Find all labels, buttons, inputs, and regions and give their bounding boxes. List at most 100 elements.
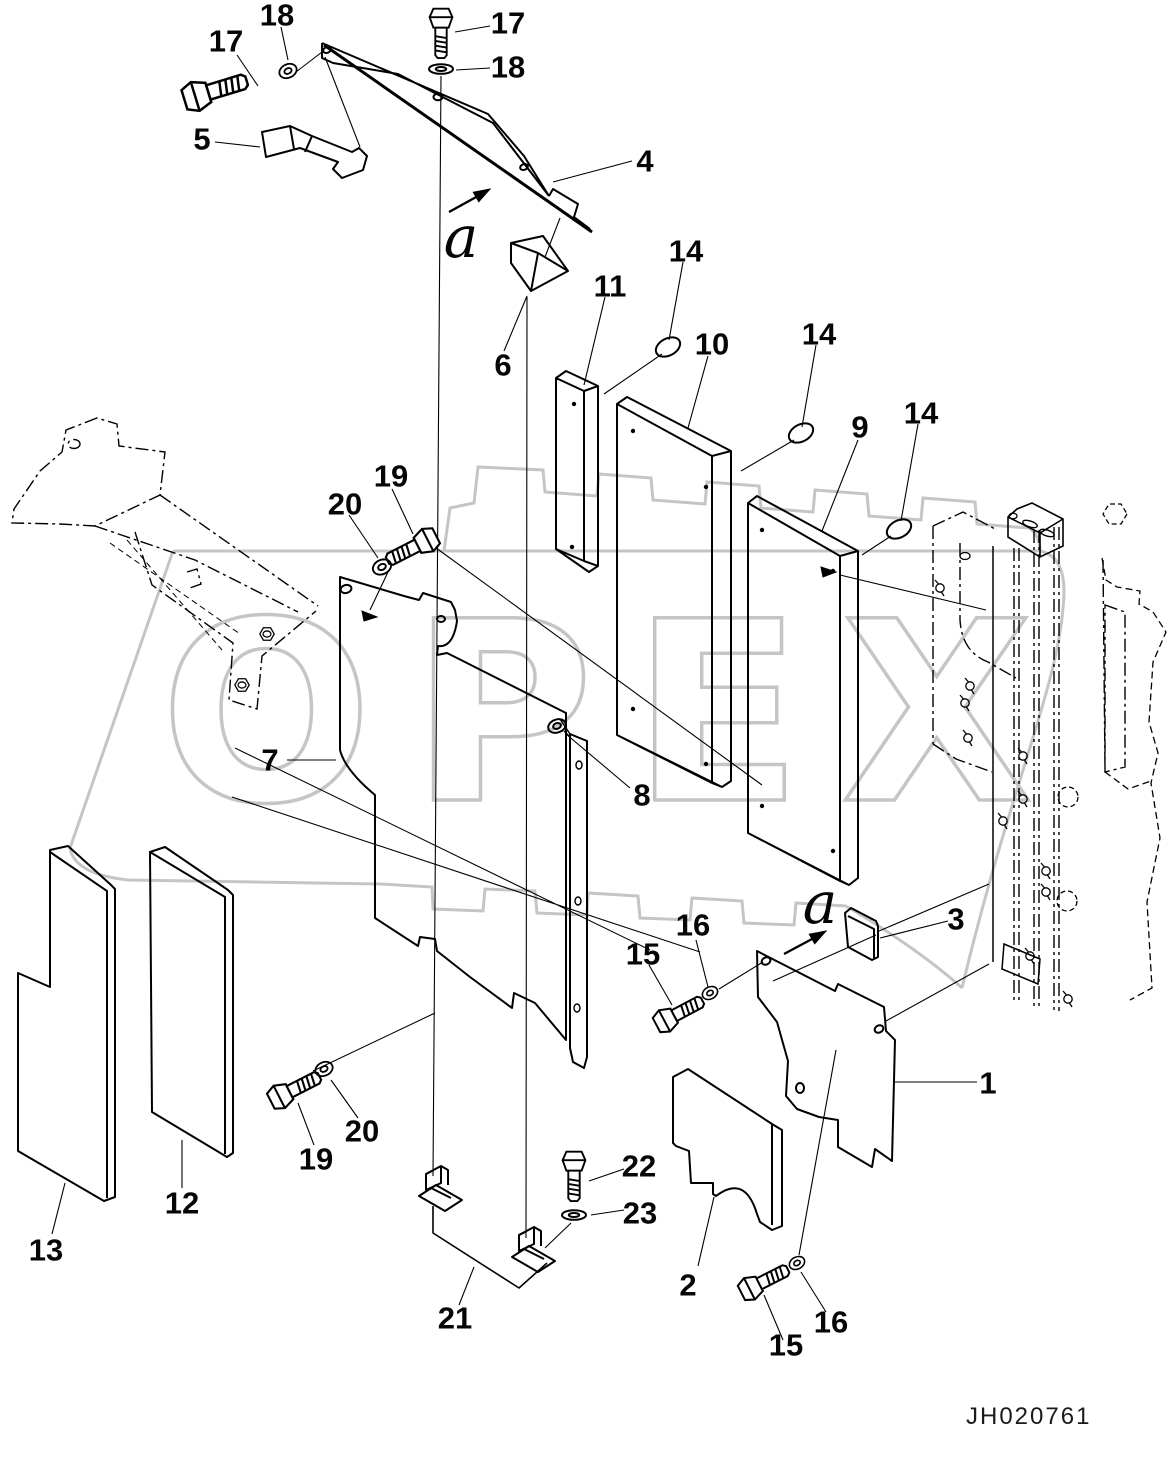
bolt-17-left xyxy=(178,65,253,116)
frame-right-bracket xyxy=(932,511,1017,773)
part-callout-23: 23 xyxy=(623,1196,657,1231)
part-callout-2: 2 xyxy=(679,1268,696,1303)
parts xyxy=(17,42,913,1289)
part-callout-21: 21 xyxy=(438,1301,472,1336)
frame-right-hole xyxy=(959,551,971,561)
part-callout-20: 20 xyxy=(345,1114,379,1149)
part-callout-18: 18 xyxy=(491,50,525,85)
part-callout-15: 15 xyxy=(626,937,660,972)
part-callout-1: 1 xyxy=(979,1066,996,1101)
part-callout-16: 16 xyxy=(814,1305,848,1340)
washer-16-upper xyxy=(699,983,721,1003)
watermark-gear-band: OPEX xyxy=(68,465,1071,990)
part-7-panel xyxy=(339,576,567,1041)
frame-hole xyxy=(1008,512,1018,520)
frame-window xyxy=(1102,559,1126,773)
phantom-left-hook xyxy=(186,568,202,589)
phantom-left-plate xyxy=(11,417,166,527)
part-8-strip xyxy=(547,718,588,1069)
frame-right-panel xyxy=(1101,557,1167,1001)
frame-bolt-circle xyxy=(1057,786,1079,808)
phantom-left-aux-lines xyxy=(109,539,241,651)
frame-rails xyxy=(1013,527,1060,1011)
clip-icon xyxy=(511,1226,556,1273)
watermark-band-outline xyxy=(68,549,1066,990)
phantom-frame-right xyxy=(932,502,1167,1011)
part-callout-17: 17 xyxy=(209,24,243,59)
rivet-icon xyxy=(1062,990,1073,1008)
view-arrow-a-bottom xyxy=(783,937,813,956)
part-callout-7: 7 xyxy=(261,743,278,778)
phantom-frame-left xyxy=(11,417,319,710)
frame-bottom-bracket xyxy=(1001,942,1041,986)
view-arrow-a-top-head xyxy=(472,188,492,203)
part-callout-8: 8 xyxy=(633,778,650,813)
part-1-bracket xyxy=(756,950,896,1168)
part-callout-6: 6 xyxy=(494,348,511,383)
part-2-pad xyxy=(672,1068,783,1231)
part-callout-19: 19 xyxy=(374,459,408,494)
washer-18-top xyxy=(428,63,454,75)
watermark-gear-teeth-top xyxy=(442,465,1042,552)
bolt-15-upper xyxy=(649,989,710,1037)
leader-line-set xyxy=(51,25,990,1341)
part-4-cover-strip xyxy=(321,42,593,234)
part-callout-10: 10 xyxy=(695,327,729,362)
part-13-pad xyxy=(17,845,116,1202)
part-callout-5: 5 xyxy=(193,122,210,157)
frame-top-bracket xyxy=(1007,502,1064,558)
part-3-pad xyxy=(844,907,879,961)
part-callout-4: 4 xyxy=(636,144,654,179)
washer-16-lower xyxy=(786,1253,808,1273)
bolt-17-top xyxy=(428,7,454,60)
part-9-pad xyxy=(747,495,859,886)
part-14-pad xyxy=(787,422,815,444)
part-callout-19: 19 xyxy=(299,1142,333,1177)
insertion-arrow-icon xyxy=(820,566,838,578)
part-14-pad xyxy=(654,336,682,358)
clip-icon xyxy=(418,1165,463,1212)
part-callout-15: 15 xyxy=(769,1328,803,1363)
part-callout-20: 20 xyxy=(328,487,362,522)
part-callout-17: 17 xyxy=(491,6,525,41)
view-arrow-a-top xyxy=(448,194,479,214)
part-callout-14: 14 xyxy=(802,317,837,352)
part-callout-22: 22 xyxy=(622,1149,656,1184)
view-label-a: a xyxy=(444,203,479,271)
part-10-pad xyxy=(616,396,732,788)
frame-bolt-slot xyxy=(1039,528,1055,538)
insertion-arrow-icon xyxy=(361,610,379,622)
view-arrows xyxy=(361,188,838,956)
part-6-wedge xyxy=(510,235,569,292)
view-arrow-a-bottom-head xyxy=(808,930,828,945)
part-11-pad xyxy=(555,370,599,573)
washer-23 xyxy=(561,1209,587,1221)
part-callout-14: 14 xyxy=(669,234,704,269)
frame-bolt-circle xyxy=(1056,890,1078,912)
part-callout-14: 14 xyxy=(904,396,939,431)
part-14-pads xyxy=(654,336,913,540)
part-callout-3: 3 xyxy=(947,902,964,937)
part-21-clip-assembly xyxy=(418,1165,556,1289)
phantom-left-flap xyxy=(134,531,317,710)
rivet-icon xyxy=(1040,862,1051,880)
part-14-pad xyxy=(885,518,913,540)
part-callout-9: 9 xyxy=(851,410,868,445)
frame-bolt-slot xyxy=(1022,519,1038,529)
watermark-text: OPEX xyxy=(160,568,1071,859)
part-callout-12: 12 xyxy=(165,1186,199,1221)
part-callout-11: 11 xyxy=(594,269,627,304)
phantom-left-arm xyxy=(94,494,319,613)
part-12-pad xyxy=(149,846,234,1158)
frame-nut-phantom xyxy=(1102,503,1128,525)
washer-18-left xyxy=(276,60,300,82)
part-callout-16: 16 xyxy=(676,908,710,943)
drawing-number: JH020761 xyxy=(966,1403,1091,1430)
rivet-icon xyxy=(1040,883,1051,901)
part-callout-18: 18 xyxy=(260,0,294,33)
leader-lines xyxy=(51,25,990,1341)
view-label-a: a xyxy=(803,869,838,937)
